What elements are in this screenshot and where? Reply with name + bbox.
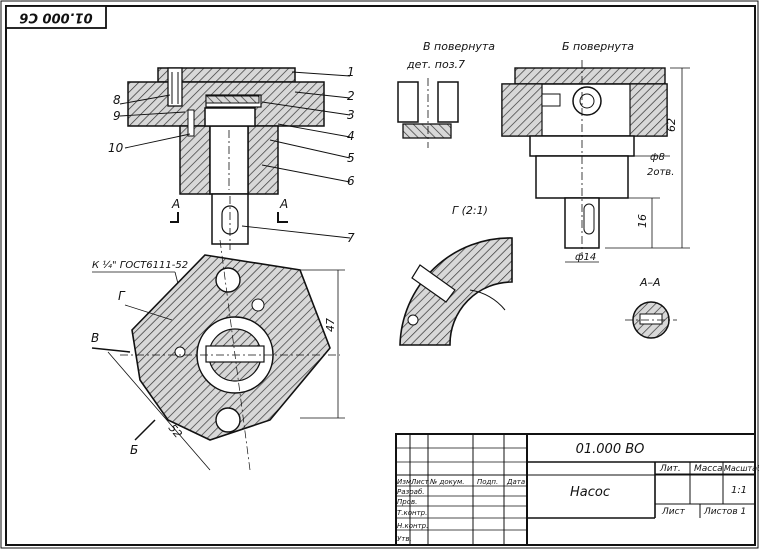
section-aa: А–А: [625, 276, 677, 339]
tb-col-list: Лист: [410, 478, 430, 486]
corner-code-text: 01.000 С6: [19, 10, 92, 25]
dim-16: 16: [636, 214, 649, 228]
dim-47: 47: [324, 318, 337, 332]
thread-note: К ¼" ГОСТ6111-52: [92, 259, 188, 271]
main-section-view: А А: [127, 67, 325, 250]
callout-4: 4: [347, 129, 355, 143]
tb-row-nkontr: Н.контр.: [397, 522, 428, 530]
tb-row-razrab: Разраб.: [397, 488, 425, 496]
callout-9: 9: [113, 109, 121, 123]
cut-a-left-label: А: [171, 197, 180, 211]
section-g-detail: Г (2:1): [399, 204, 513, 346]
tb-scale: Масштаб: [724, 464, 759, 473]
tb-sheet: Лист: [661, 507, 686, 517]
tb-col-izm: Изм.: [397, 478, 413, 486]
callout-leaders: [119, 71, 351, 239]
tb-mass: Масса: [694, 464, 723, 474]
callout-2: 2: [347, 89, 355, 103]
callout-7: 7: [347, 231, 355, 245]
cut-a-right-label: А: [279, 197, 288, 211]
tb-col-doc: № докум.: [429, 478, 465, 486]
section-aa-title: А–А: [639, 276, 661, 289]
tb-sheets: Листов 1: [703, 507, 746, 517]
sheet-inner-frame: [5, 5, 756, 546]
title-block-text: 01.000 ВО Насос Лит. Масса Масштаб 1:1 Л…: [397, 442, 759, 543]
tb-col-date: Дата: [506, 478, 525, 486]
dim-d14: ф14: [575, 252, 596, 263]
callout-3: 3: [347, 108, 355, 122]
view-b-side: Б повернута 62 ф8 2отв. 16 ф14: [501, 40, 690, 263]
dim-d8: ф8: [650, 152, 665, 163]
tb-lit: Лит.: [659, 464, 681, 474]
callout-10: 10: [108, 141, 124, 155]
callout-6: 6: [347, 174, 355, 188]
dim-2holes: 2отв.: [647, 167, 674, 178]
view-v-title: В повернута: [423, 40, 495, 53]
tb-row-tkontr: Т.контр.: [397, 509, 427, 517]
arrow-v-label: В: [91, 331, 99, 345]
dim-62: 62: [665, 118, 678, 132]
corner-code-box: 01.000 С6: [5, 5, 107, 29]
callout-numbers: 1 2 3 4 5 6 7 8 9 10: [108, 65, 355, 245]
tb-name: Насос: [570, 485, 610, 500]
plan-view: К ¼" ГОСТ6111-52 47 52 В Б Г: [91, 239, 345, 471]
title-block: [395, 433, 756, 546]
tb-designation: 01.000 ВО: [576, 442, 645, 457]
view-b-title: Б повернута: [562, 40, 634, 53]
tb-col-sign: Подп.: [477, 478, 498, 486]
view-v-detail: В повернута дет. поз.7: [397, 40, 495, 148]
callout-1: 1: [347, 65, 355, 79]
cap-screw: [167, 67, 183, 107]
tb-row-utv: Утв.: [397, 535, 412, 543]
callout-5: 5: [347, 151, 355, 165]
arrow-b-label: Б: [130, 443, 138, 457]
callout-8: 8: [113, 93, 121, 107]
section-g-title: Г (2:1): [452, 204, 488, 217]
tb-scale-value: 1:1: [731, 485, 747, 496]
view-v-subtitle: дет. поз.7: [406, 58, 465, 71]
detail-g-label: Г: [118, 289, 126, 303]
tb-row-prov: Пров.: [397, 498, 417, 506]
